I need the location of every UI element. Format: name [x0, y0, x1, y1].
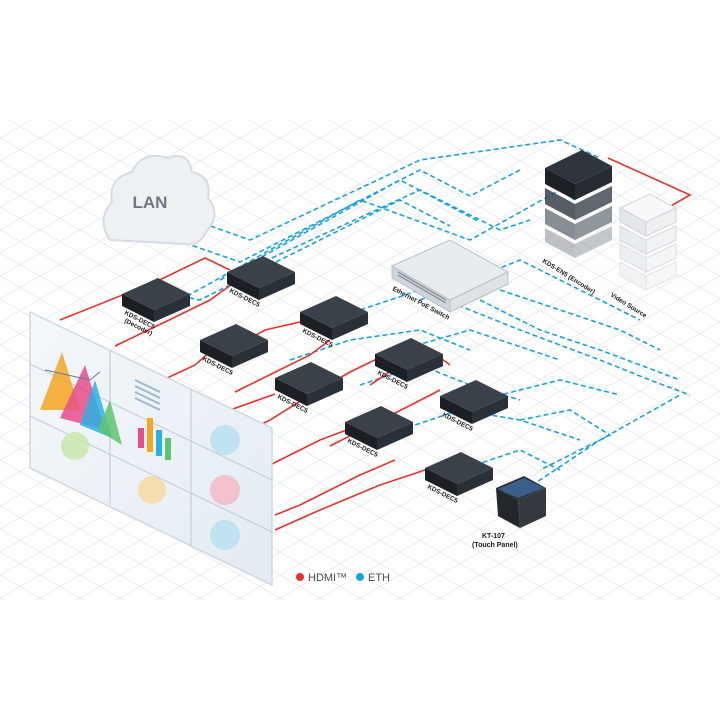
eth-line — [479, 299, 681, 381]
badge-icon — [210, 520, 240, 550]
eth-line — [219, 179, 481, 281]
chart-bar — [156, 430, 162, 456]
document-lines — [134, 379, 161, 411]
eth-line — [479, 379, 621, 401]
badge-icon — [61, 432, 89, 460]
ethernet-switch: Ethernet PoE Switch — [390, 239, 510, 322]
chart-triangle — [40, 352, 80, 410]
eth-dot-icon — [356, 573, 364, 581]
chart-bar — [138, 428, 144, 448]
hdmi-line — [274, 469, 426, 531]
decoder-box: KDS-DEC5 — [345, 406, 413, 459]
eth-line — [519, 409, 612, 471]
eth-line — [399, 409, 581, 441]
lan-label: LAN — [133, 193, 168, 212]
eth-line — [184, 169, 521, 263]
video-wall — [29, 310, 273, 587]
badge-icon — [138, 476, 166, 504]
hdmi-line — [274, 459, 396, 516]
hdmi-line — [269, 424, 361, 466]
chart-bar — [147, 418, 153, 452]
eth-line — [499, 289, 661, 351]
decoder-box: KDS-DEC5 — [375, 338, 443, 391]
eth-line — [419, 259, 641, 321]
touch-panel-label: KT-107 — [482, 533, 505, 540]
chart-bar — [165, 438, 171, 460]
legend-hdmi: HDMI™ — [308, 572, 347, 584]
lan-cloud: LAN — [102, 154, 216, 246]
touch-panel-sublabel: (Touch Panel) — [472, 542, 518, 549]
hdmi-line — [234, 339, 331, 393]
eth-line — [289, 329, 471, 361]
decoder-box: KDS-DEC5(Decoder) — [122, 278, 190, 338]
hdmi-line — [114, 281, 236, 347]
legend-eth: ETH — [368, 572, 390, 584]
eth-line — [524, 394, 681, 491]
eth-line — [179, 189, 576, 301]
eth-line — [249, 189, 531, 269]
badge-icon — [210, 425, 240, 455]
legend: HDMI™ ETH — [296, 572, 390, 584]
eth-line — [399, 329, 561, 361]
eth-cables — [149, 139, 691, 491]
touch-panel: KT-107 (Touch Panel) — [472, 476, 546, 549]
badge-icon — [210, 475, 240, 505]
chart-triangle — [98, 400, 122, 445]
eth-line — [329, 289, 691, 396]
hdmi-dot-icon — [296, 573, 304, 581]
hdmi-line — [144, 257, 231, 288]
eth-line — [187, 139, 601, 241]
eth-line — [359, 364, 521, 401]
